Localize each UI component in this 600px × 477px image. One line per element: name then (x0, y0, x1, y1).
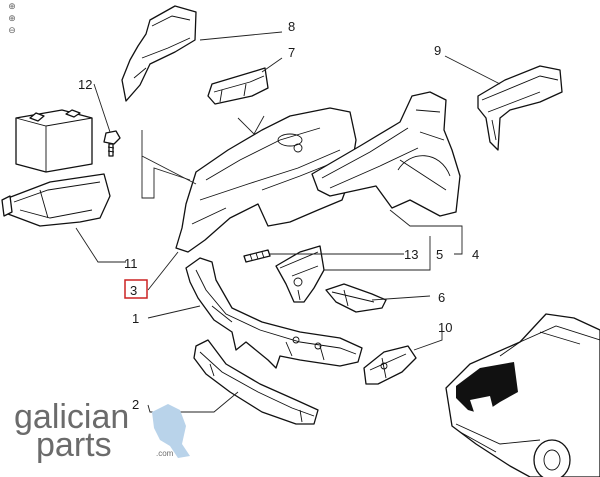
part-4-5-wheelhouse-assembly[interactable] (175, 91, 461, 253)
battery (15, 109, 93, 173)
callout-10[interactable]: 10 (438, 320, 452, 335)
zoom-fit-icon[interactable]: ⊕ (8, 2, 16, 12)
selected-callout-highlight (124, 279, 148, 299)
callout-4[interactable]: 4 (472, 247, 479, 262)
car-illustration (445, 313, 600, 477)
callout-2[interactable]: 2 (132, 397, 139, 412)
callout-labels: 8 7 9 12 11 3 1 2 13 5 4 6 10 (78, 19, 479, 412)
part-6-bracket[interactable] (325, 283, 387, 313)
callout-8[interactable]: 8 (288, 19, 295, 34)
part-13-pin[interactable] (243, 249, 271, 263)
callout-6[interactable]: 6 (438, 290, 445, 305)
brand-logo: galician parts .com (14, 398, 190, 464)
leader-lines (75, 31, 501, 413)
part-11-battery-tray[interactable] (1, 173, 111, 227)
brand-logo-line2: parts (36, 426, 112, 464)
part-10-bracket[interactable] (363, 345, 417, 385)
part-1-crossmember[interactable] (185, 257, 363, 369)
zoom-out-icon[interactable]: ⊖ (8, 26, 16, 36)
callout-9[interactable]: 9 (434, 43, 441, 58)
zoom-controls: ⊕ ⊕ ⊖ (4, 2, 20, 36)
zoom-in-icon[interactable]: ⊕ (8, 14, 16, 24)
part-5-bracket[interactable] (275, 245, 325, 303)
callout-5[interactable]: 5 (436, 247, 443, 262)
callout-7[interactable]: 7 (288, 45, 295, 60)
brand-logo-line1: galician (14, 398, 129, 436)
part-8-panel[interactable] (121, 5, 197, 102)
callout-1[interactable]: 1 (132, 311, 139, 326)
callout-12[interactable]: 12 (78, 77, 92, 92)
part-12-bolt[interactable] (103, 130, 121, 157)
part-2-bumper-beam[interactable] (193, 339, 319, 425)
part-7-bracket[interactable] (207, 67, 269, 105)
callout-13[interactable]: 13 (404, 247, 418, 262)
part-9-bracket[interactable] (477, 65, 563, 151)
callout-3[interactable]: 3 (130, 283, 137, 298)
brand-logo-suffix: .com (156, 449, 174, 458)
callout-11[interactable]: 11 (124, 256, 138, 271)
